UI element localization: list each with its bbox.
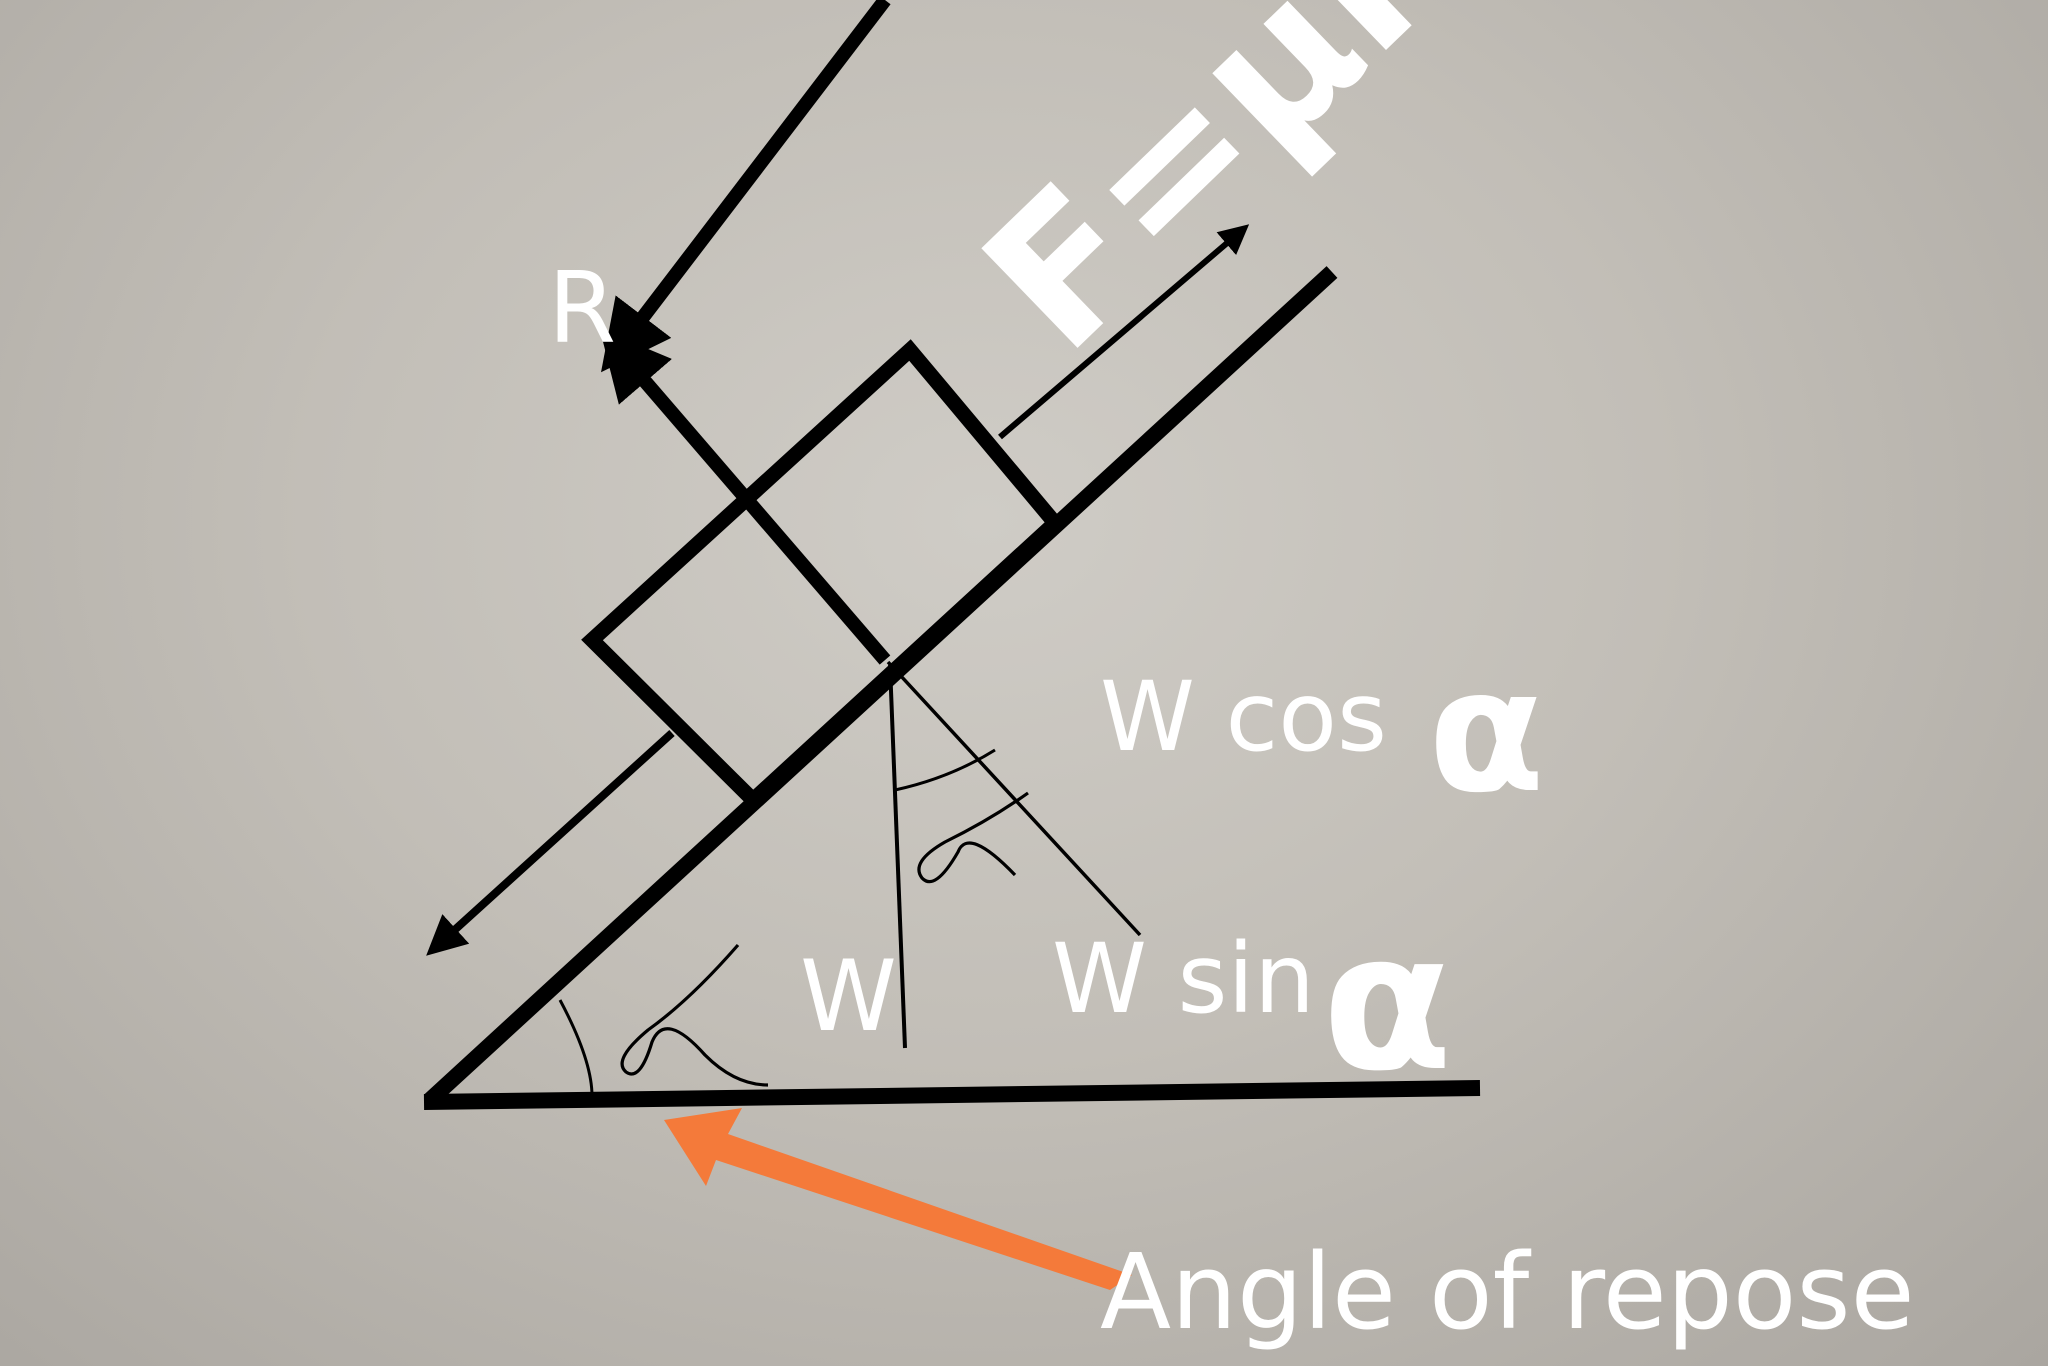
- base-alpha-mark: [620, 943, 769, 1087]
- friction-label: F=μR: [943, 0, 1510, 392]
- w-sin-alpha-symbol: α: [1322, 892, 1453, 1113]
- weight-label: W: [800, 940, 897, 1054]
- inner-angle-arc: [894, 748, 996, 792]
- friction-arrow: [998, 224, 1250, 440]
- base-angle-arc: [558, 999, 594, 1097]
- orange-pointer-arrow: [664, 1108, 1132, 1290]
- w-cos-component-line: [886, 660, 1142, 937]
- w-sin-label: W sin: [1052, 923, 1315, 1035]
- w-cos-alpha-symbol: α: [1428, 633, 1545, 831]
- reaction-arrow-shaft: [599, 328, 891, 665]
- reaction-arrow: [601, 0, 891, 373]
- inner-alpha-mark: [917, 791, 1029, 884]
- w-cos-label: W cos: [1100, 661, 1387, 773]
- downslope-arrow: [426, 730, 675, 956]
- weight-line: [888, 664, 907, 1049]
- block: [581, 339, 1066, 811]
- reaction-label: R: [548, 252, 616, 366]
- angle-of-repose-label: Angle of repose: [1100, 1231, 1915, 1353]
- ground-line: [423, 1080, 1481, 1110]
